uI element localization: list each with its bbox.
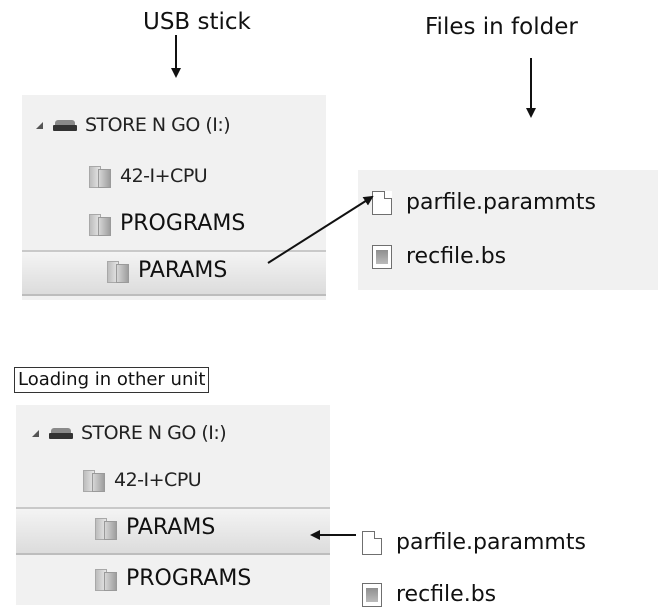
top-drive-row[interactable]: STORE N GO (I:) (36, 114, 231, 136)
bottom-folder-row-selected[interactable]: PARAMS (92, 515, 215, 540)
top-folder-row-selected[interactable]: PARAMS (104, 258, 227, 283)
folder-label: 42-I+CPU (114, 469, 202, 491)
data-file-icon (362, 582, 382, 607)
usb-drive-icon (53, 119, 77, 131)
top-file-row[interactable]: recfile.bs (372, 244, 506, 269)
folder-label: 42-I+CPU (120, 165, 208, 187)
top-folder-row[interactable]: PROGRAMS (86, 211, 245, 236)
folder-label: PARAMS (126, 515, 216, 540)
file-label: recfile.bs (406, 244, 507, 269)
files-in-folder-heading: Files in folder (425, 14, 578, 40)
expand-arrow-icon[interactable] (32, 429, 39, 437)
loading-note: Loading in other unit (14, 367, 210, 393)
folder-icon (92, 516, 118, 540)
folder-icon (92, 567, 118, 591)
bottom-selected-row (16, 507, 330, 555)
file-label: parfile.parammts (396, 530, 586, 555)
params-to-files-arrow (267, 195, 374, 264)
expand-arrow-icon[interactable] (36, 121, 43, 129)
bottom-folder-row[interactable]: 42-I+CPU (80, 468, 202, 492)
drive-label: STORE N GO (I:) (85, 114, 231, 136)
folder-icon (80, 468, 106, 492)
bottom-folder-row[interactable]: PROGRAMS (92, 566, 251, 591)
folder-label: PROGRAMS (126, 566, 252, 591)
bottom-drive-row[interactable]: STORE N GO (I:) (32, 422, 227, 444)
file-label: recfile.bs (396, 582, 497, 607)
file-label: parfile.parammts (406, 190, 596, 215)
usb-stick-heading: USB stick (143, 9, 251, 35)
folder-icon (86, 212, 112, 236)
folder-icon (104, 259, 130, 283)
drive-label: STORE N GO (I:) (81, 422, 227, 444)
top-folder-row[interactable]: 42-I+CPU (86, 164, 208, 188)
folder-icon (86, 164, 112, 188)
usb-drive-icon (49, 427, 73, 439)
top-files-panel (358, 170, 658, 290)
bottom-file-row[interactable]: recfile.bs (362, 582, 496, 607)
document-icon (362, 530, 382, 555)
folder-label: PARAMS (138, 258, 228, 283)
data-file-icon (372, 244, 392, 269)
bottom-file-row[interactable]: parfile.parammts (362, 530, 586, 555)
folder-label: PROGRAMS (120, 211, 246, 236)
